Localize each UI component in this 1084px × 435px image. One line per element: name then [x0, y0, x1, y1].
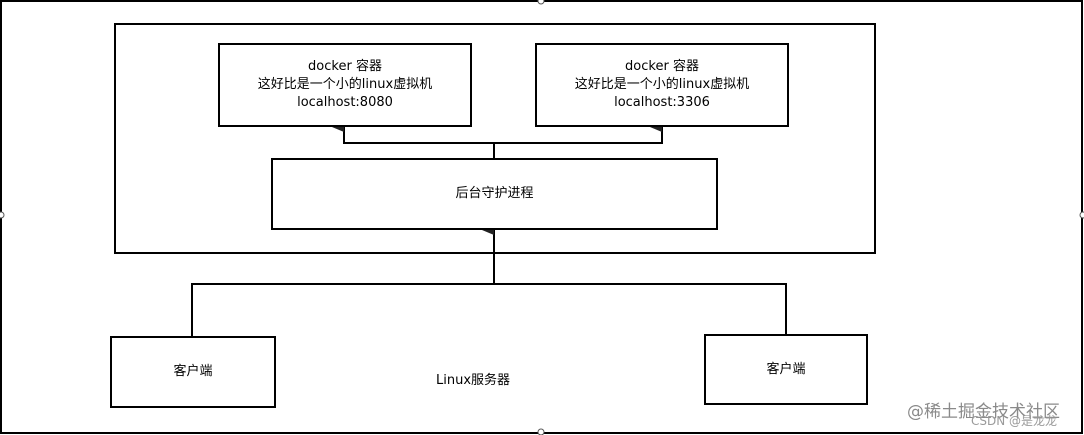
- docker-container-2: docker 容器 这好比是一个小的linux虚拟机 localhost:330…: [535, 43, 789, 127]
- client-box-1: 客户端: [110, 336, 276, 408]
- daemon-to-container-1-arrow: [332, 122, 495, 158]
- container-2-description: 这好比是一个小的linux虚拟机: [574, 77, 750, 92]
- watermark-sub: CSDN @是龙龙: [971, 414, 1058, 428]
- docker-host-box: [114, 23, 876, 254]
- container-2-title: docker 容器: [625, 59, 699, 74]
- client-box-2: 客户端: [704, 334, 868, 405]
- container-2-address: localhost:3306: [614, 95, 710, 110]
- frame-handle-left: [0, 211, 5, 219]
- client-1-connector: [191, 283, 494, 336]
- daemon-to-container-2-arrow: [494, 122, 663, 144]
- container-1-description: 这好比是一个小的linux虚拟机: [257, 77, 433, 92]
- container-1-address: localhost:8080: [297, 95, 393, 110]
- frame-handle-right: [1079, 211, 1084, 219]
- client-1-label: 客户端: [173, 364, 213, 379]
- container-1-title: docker 容器: [308, 59, 382, 74]
- client-2-connector: [494, 283, 787, 334]
- client-2-label: 客户端: [766, 361, 806, 377]
- daemon-process-box: 后台守护进程: [271, 158, 718, 230]
- frame-handle-top: [537, 0, 545, 5]
- watermark-main: @稀土掘金技术社区: [907, 402, 1060, 422]
- linux-server-label: Linux服务器: [436, 373, 511, 388]
- daemon-process-label: 后台守护进程: [455, 186, 534, 201]
- docker-container-1: docker 容器 这好比是一个小的linux虚拟机 localhost:808…: [218, 43, 472, 127]
- frame-handle-bottom: [537, 428, 545, 435]
